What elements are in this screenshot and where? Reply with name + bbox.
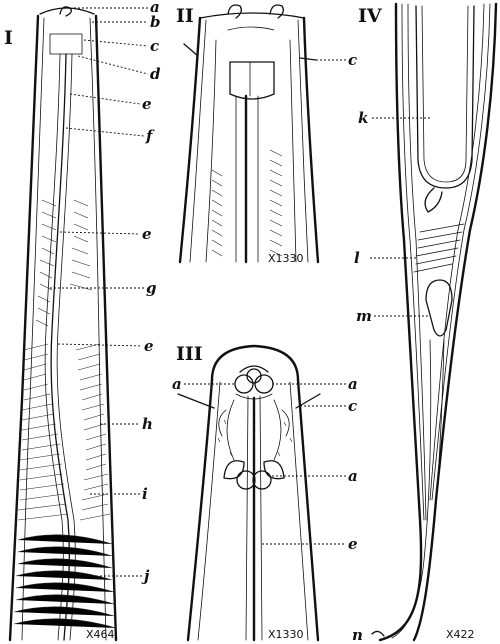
panel-I-label-b: b bbox=[150, 13, 161, 31]
panel-I-leaders bbox=[50, 7, 149, 577]
panel-I-esophagus bbox=[44, 53, 76, 641]
panel-I-label-d: d bbox=[150, 65, 161, 83]
panel-I-label-e-1: e bbox=[142, 95, 152, 113]
panel-IV-leaders bbox=[370, 117, 432, 317]
panel-I-body-outline bbox=[8, 6, 118, 642]
panel-IV-magnification: X422 bbox=[446, 628, 475, 641]
panel-IV: IV k l m n X422 bbox=[352, 2, 498, 644]
panel-IV-label-k: k bbox=[358, 109, 368, 127]
panel-III-upper-papillae bbox=[234, 368, 274, 400]
panel-I-label-g: g bbox=[146, 279, 157, 297]
panel-IV-label-l: l bbox=[354, 249, 360, 267]
panel-II-head bbox=[178, 4, 320, 264]
panel-III-label-a-left: a bbox=[172, 375, 182, 393]
panel-IV-tail bbox=[371, 2, 498, 642]
panel-III-magnification: X1330 bbox=[268, 628, 304, 641]
panel-III-numeral: III bbox=[176, 343, 203, 365]
panel-I-magnification: X464 bbox=[86, 628, 115, 641]
panel-I-label-c: c bbox=[150, 37, 159, 55]
panel-III-label-a-right: a bbox=[348, 375, 358, 393]
panel-III-leaders bbox=[184, 383, 346, 545]
panel-II-numeral: II bbox=[176, 5, 194, 27]
panel-III-label-a-lower: a bbox=[348, 467, 358, 485]
panel-IV-label-n: n bbox=[352, 626, 363, 644]
panel-I-hatching bbox=[13, 199, 117, 629]
panel-I-numeral: I bbox=[4, 27, 13, 49]
panel-II-label-c: c bbox=[348, 51, 357, 69]
panel-II: II c X1330 bbox=[176, 4, 357, 265]
panel-I-label-j: j bbox=[141, 567, 150, 585]
panel-II-hatching bbox=[211, 149, 283, 257]
panel-IV-numeral: IV bbox=[358, 5, 383, 27]
panel-II-magnification: X1330 bbox=[268, 252, 304, 265]
panel-I-label-h: h bbox=[142, 415, 153, 433]
panel-I: I bbox=[4, 0, 161, 642]
panel-I-label-f: f bbox=[145, 127, 155, 145]
panel-III-head bbox=[177, 344, 321, 642]
panel-III-label-c: c bbox=[348, 397, 357, 415]
panel-I-label-a: a bbox=[150, 0, 160, 16]
panel-III-label-e: e bbox=[348, 535, 358, 553]
panel-I-label-e-3: e bbox=[144, 337, 154, 355]
panel-IV-label-m: m bbox=[356, 307, 372, 325]
panel-I-label-e-2: e bbox=[142, 225, 152, 243]
panel-III: III bbox=[172, 343, 358, 642]
panel-I-label-i: i bbox=[142, 485, 148, 503]
